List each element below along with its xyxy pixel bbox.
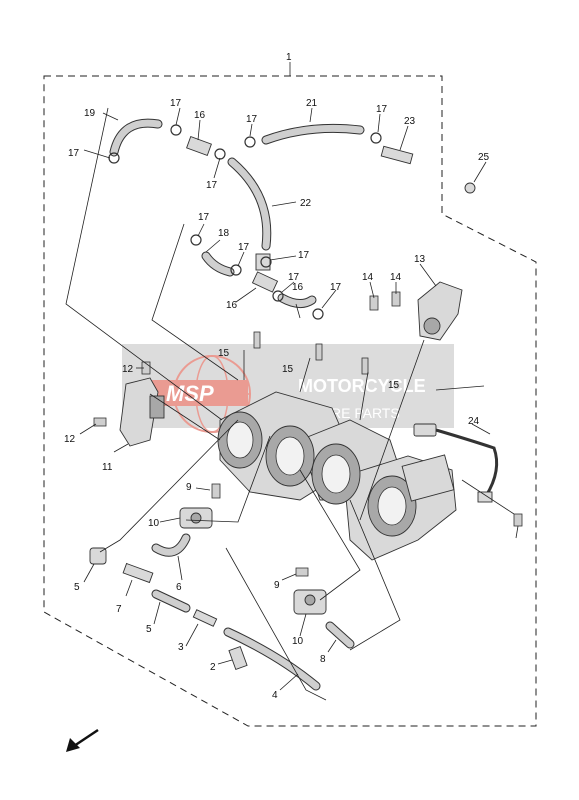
tee-joint (255, 253, 271, 271)
callout-5a: 5 (74, 582, 80, 593)
callout-6: 6 (176, 582, 182, 593)
hose-21 (227, 157, 272, 251)
watermark: MSP MOTORCYCLE SPARE PARTS (122, 344, 454, 433)
clamps (108, 124, 382, 320)
callout-15a: 15 (218, 348, 230, 359)
callout-17c: 17 (376, 104, 388, 115)
leader-lines (65, 107, 519, 701)
callout-assembly: 1 (286, 52, 292, 63)
callout-21: 22 (300, 198, 312, 209)
bolts (93, 291, 523, 577)
hose-20 (261, 123, 365, 145)
callout-25: 25 (478, 152, 490, 163)
hose-5-lower (151, 589, 191, 613)
part-7 (122, 562, 154, 584)
callout-16a: 16 (194, 110, 206, 121)
callout-7: 7 (116, 604, 122, 615)
hose-8 (325, 621, 355, 649)
callout-12b: 12 (64, 434, 76, 445)
callout-2: 2 (210, 662, 216, 673)
callout-16c: 16 (292, 282, 304, 293)
assembly-boundary (43, 75, 537, 727)
callout-17f: 17 (198, 212, 210, 223)
callout-16b: 16 (226, 300, 238, 311)
sensor-10-upper (179, 507, 213, 529)
callout-10b: 10 (292, 636, 304, 647)
part-2 (228, 645, 248, 671)
callout-4: 4 (272, 690, 278, 701)
callout-8: 8 (320, 654, 326, 665)
callout-13: 13 (414, 254, 426, 265)
callout-19: 19 (84, 108, 96, 119)
callout-11: 11 (102, 462, 113, 473)
callout-12a: 12 (122, 364, 134, 375)
callout-22: 23 (404, 116, 416, 127)
callout-15c: 15 (388, 380, 400, 391)
callout-numbers: 19 17 16 17 21 17 23 17 17 22 25 17 18 1… (64, 98, 490, 701)
pipe-22 (380, 145, 414, 165)
joint-16-mid (251, 271, 279, 293)
sensor-13 (417, 281, 463, 341)
callout-20: 21 (306, 98, 318, 109)
callout-17j: 17 (330, 282, 342, 293)
callout-17i: 17 (288, 272, 300, 283)
callout-23: 24 (468, 416, 480, 427)
hose-18 (201, 251, 235, 277)
callout-17b: 17 (246, 114, 258, 125)
sensor-10-lower (293, 589, 327, 615)
callout-17g: 17 (238, 242, 250, 253)
callout-14b: 14 (390, 272, 402, 283)
part-3 (192, 609, 218, 627)
joint-16-top (186, 136, 212, 156)
callout-9b: 9 (274, 580, 280, 591)
watermark-line1: MOTORCYCLE (298, 376, 426, 396)
callout-18: 18 (218, 228, 230, 239)
clip-25 (464, 182, 476, 194)
sensor-11 (119, 377, 165, 447)
callout-9a: 9 (186, 482, 192, 493)
callout-17a: 17 (170, 98, 182, 109)
callout-3: 3 (178, 642, 184, 653)
throttle-body (217, 391, 457, 561)
hose-16b (277, 293, 317, 308)
callout-5b: 5 (146, 624, 152, 635)
hose-19 (109, 118, 163, 157)
hose-5-upper (89, 547, 107, 565)
callout-15b: 15 (282, 364, 294, 375)
watermark-logo: MSP (166, 381, 214, 406)
front-direction-arrow-icon (66, 728, 99, 752)
callout-17d: 17 (68, 148, 80, 159)
callout-14a: 14 (362, 272, 374, 283)
hose-4 (223, 627, 321, 691)
callout-17e: 17 (206, 180, 218, 191)
harness-23 (413, 423, 499, 503)
callout-17h: 17 (298, 250, 310, 261)
callout-10a: 10 (148, 518, 160, 529)
hose-6 (151, 533, 191, 557)
